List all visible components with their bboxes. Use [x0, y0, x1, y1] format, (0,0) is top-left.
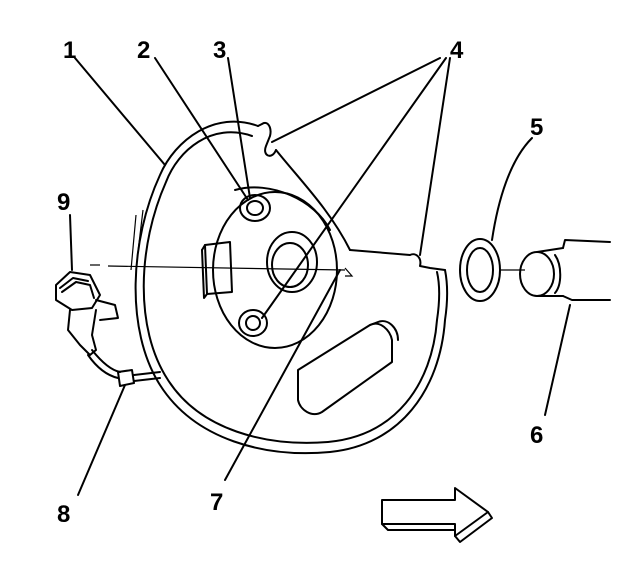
callout-8: 8 — [57, 501, 70, 528]
callout-2: 2 — [137, 37, 150, 64]
callout-labels: 1 2 3 4 5 6 7 8 9 — [57, 37, 543, 528]
backing-plate — [130, 120, 449, 455]
mounting-bolt-upper — [239, 194, 271, 222]
callout-9: 9 — [57, 189, 70, 216]
plate-bracket — [201, 241, 233, 299]
axle-shaft — [519, 239, 611, 301]
right-arrow-icon — [381, 487, 493, 543]
hub — [212, 186, 338, 349]
centerline — [90, 264, 525, 277]
callout-7: 7 — [210, 489, 223, 516]
wheel-speed-sensor — [55, 271, 161, 387]
callout-6: 6 — [530, 422, 543, 449]
seal-ring — [459, 238, 501, 302]
callout-3: 3 — [213, 37, 226, 64]
mounting-bolt-lower — [238, 309, 268, 337]
callout-5: 5 — [530, 114, 543, 141]
leader-lines — [69, 57, 571, 496]
callout-1: 1 — [63, 37, 76, 64]
callout-4: 4 — [450, 37, 464, 64]
plate-pad — [297, 320, 399, 416]
